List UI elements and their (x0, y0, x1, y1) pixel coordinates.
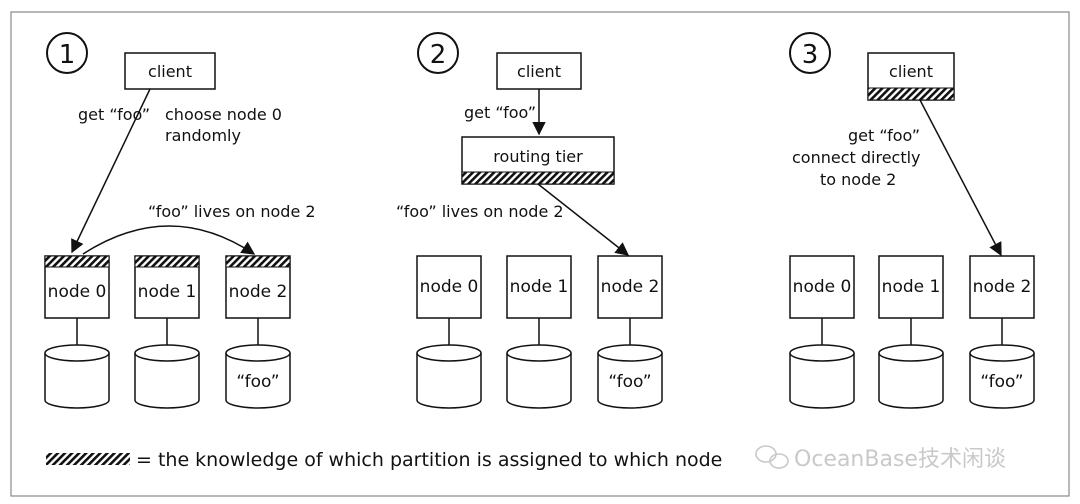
legend-hatch-swatch (46, 453, 130, 465)
node-1: node 1 (878, 255, 944, 345)
node-label: node 0 (793, 277, 852, 297)
routing-knowledge-hatch (225, 255, 291, 268)
request-arrow (71, 88, 151, 254)
annotation-choose-node: choose node 0 (165, 105, 282, 124)
panel-2: 2 client get “foo” routing tier “foo” li… (396, 32, 663, 409)
disk-2: “foo” (597, 344, 663, 409)
node-label: node 1 (138, 282, 197, 302)
node-label: node 2 (229, 282, 288, 302)
node-label: node 0 (420, 277, 479, 297)
node-1: node 1 (134, 255, 200, 345)
node-2: node 2 (597, 255, 663, 345)
client-label: client (517, 62, 561, 81)
node-2: node 2 (969, 255, 1035, 345)
forward-arrow (537, 183, 630, 256)
node-1: node 1 (506, 255, 572, 345)
disk-data-label: “foo” (608, 372, 651, 392)
node-label: node 1 (882, 277, 941, 297)
wechat-icon (755, 445, 789, 469)
routing-tier-label: routing tier (493, 147, 583, 166)
annotation-lives-on: “foo” lives on node 2 (148, 202, 316, 221)
annotation-connect-directly: connect directly (792, 148, 921, 167)
routing-knowledge-hatch (867, 87, 955, 101)
panel-number-badge: 1 (46, 32, 88, 74)
disk-0 (416, 344, 482, 409)
panel-number: 3 (802, 40, 819, 70)
panel-number-badge: 3 (789, 32, 831, 74)
disk-2: “foo” (969, 344, 1035, 409)
node-2: node 2 (225, 255, 291, 345)
disk-data-label: “foo” (980, 372, 1023, 392)
diagram-frame (10, 11, 1070, 497)
disk-1 (134, 344, 200, 409)
request-arrow (919, 99, 1002, 257)
client-box: client (867, 52, 955, 101)
disk-1 (506, 344, 572, 409)
legend: = the knowledge of which partition is as… (46, 449, 722, 471)
disk-0 (44, 344, 110, 409)
client-box: client (496, 52, 582, 90)
disk-2: “foo” (225, 344, 291, 409)
node-0: node 0 (416, 255, 482, 345)
routing-tier-box: routing tier (461, 136, 615, 185)
annotation-lives-on: “foo” lives on node 2 (396, 202, 564, 221)
node-label: node 2 (601, 277, 660, 297)
client-label: client (148, 62, 192, 81)
node-label: node 1 (510, 277, 569, 297)
watermark: OceanBase技术闲谈 (755, 445, 1006, 472)
node-label: node 0 (48, 282, 107, 302)
routing-knowledge-hatch (461, 171, 615, 185)
client-box: client (124, 52, 216, 90)
panel-3: 3 client get “foo” connect directly to n… (789, 32, 1035, 409)
annotation-randomly: randomly (165, 126, 241, 145)
annotation-get-foo: get “foo” (78, 105, 150, 124)
annotation-to-node-2: to node 2 (820, 170, 896, 189)
disk-0 (789, 344, 855, 409)
node-label: node 2 (973, 277, 1032, 297)
forward-arrow (82, 225, 256, 255)
node-0: node 0 (44, 255, 110, 345)
legend-text: = the knowledge of which partition is as… (136, 449, 722, 471)
node-0: node 0 (789, 255, 855, 345)
panel-number: 1 (59, 40, 76, 70)
panel-1: 1 client get “foo” choose node 0 randoml… (44, 32, 316, 409)
client-label: client (889, 62, 933, 81)
disk-data-label: “foo” (236, 372, 279, 392)
disk-1 (878, 344, 944, 409)
annotation-get-foo: get “foo” (848, 126, 920, 145)
panel-number: 2 (430, 40, 447, 70)
routing-knowledge-hatch (134, 255, 200, 268)
annotation-get-foo: get “foo” (464, 103, 536, 122)
panel-number-badge: 2 (417, 32, 459, 74)
routing-knowledge-hatch (44, 255, 110, 268)
watermark-text: OceanBase技术闲谈 (794, 447, 1006, 472)
